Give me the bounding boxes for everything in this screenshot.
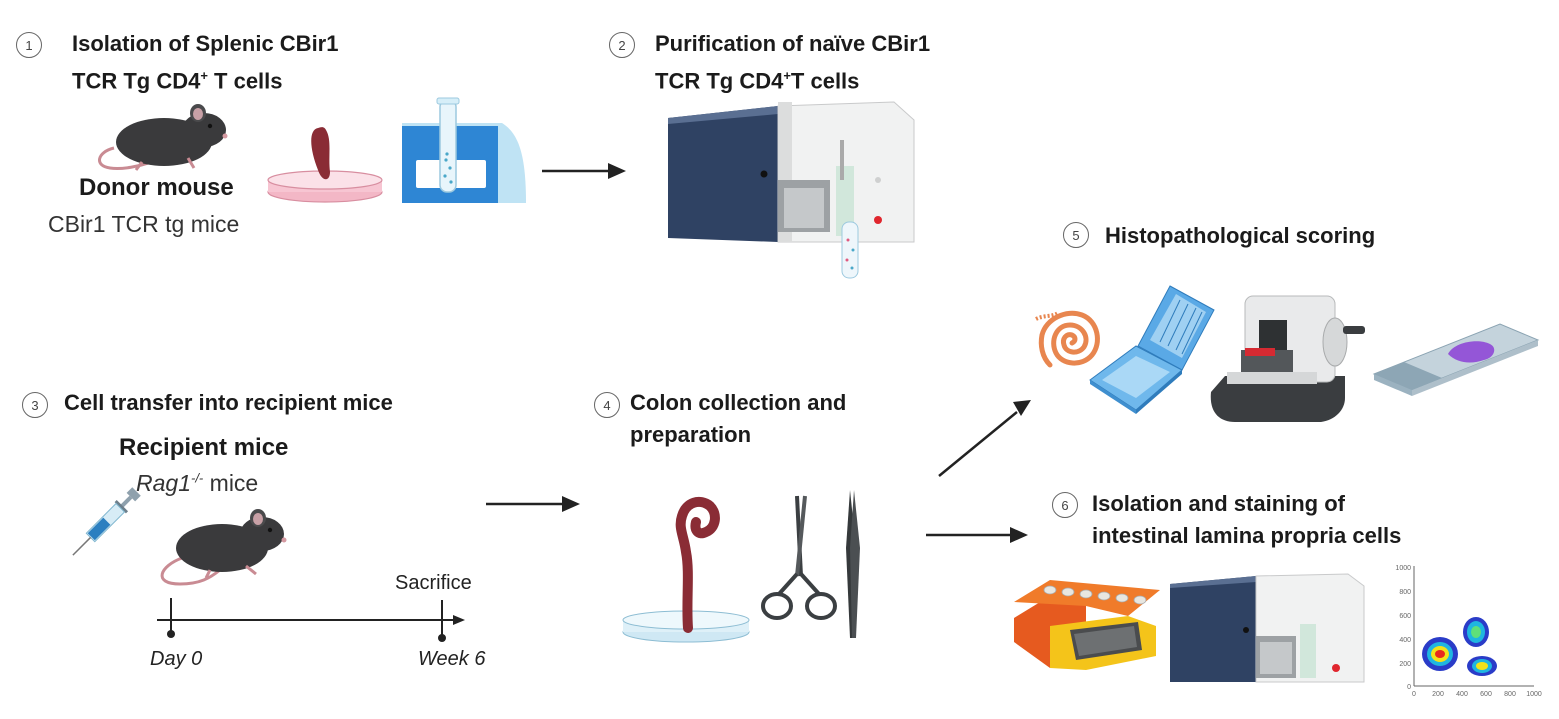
step-1-title: Isolation of Splenic CBir1 TCR Tg CD4+ T… <box>72 28 338 97</box>
step-3-title: Cell transfer into recipient mice <box>64 390 393 415</box>
flow-density-plot: 1000 800 600 400 200 0 0 200 400 600 800… <box>1395 565 1541 698</box>
recipient-gene: Rag1 <box>136 470 191 496</box>
flow-plot-y-tick: 0 <box>1407 684 1411 691</box>
flow-cytometer-icon <box>1170 573 1365 683</box>
step-5-number: 5 <box>1063 222 1089 248</box>
recipient-sublabel: Rag1-/- mice <box>136 470 258 497</box>
spleen-dish-icon <box>267 127 383 203</box>
timeline-end-label: Week 6 <box>418 648 486 670</box>
step-1-title-line1: Isolation of Splenic CBir1 <box>72 31 339 56</box>
flow-plot-x-tick: 600 <box>1480 691 1492 698</box>
timeline-event-label: Sacrifice <box>395 572 472 594</box>
colon-dish-icon <box>622 496 750 643</box>
step-6-title-line2: intestinal lamina propria cells <box>1092 523 1402 548</box>
cell-sorter-icon <box>668 101 915 279</box>
flow-population-3 <box>1467 656 1497 676</box>
step-6-title-line1: Isolation and staining of <box>1092 491 1345 516</box>
flow-plot-y-tick: 1000 <box>1395 565 1411 572</box>
timeline-axis <box>157 598 465 642</box>
step-4-title-line1: Colon collection and <box>630 390 847 415</box>
arrow-step3-to-step4 <box>486 496 580 512</box>
flow-plot-y-ticks: 1000 800 600 400 200 0 <box>1395 565 1411 691</box>
step-6-title: Isolation and staining of intestinal lam… <box>1092 488 1401 552</box>
flow-plot-x-tick: 800 <box>1504 691 1516 698</box>
tissue-cassette-icon <box>1089 285 1215 414</box>
step-2-title: Purification of naïve CBir1 TCR Tg CD4+T… <box>655 28 930 97</box>
heat-block-icon <box>1014 580 1160 670</box>
step-2-number: 2 <box>609 32 635 58</box>
recipient-suffix: mice <box>203 470 259 496</box>
tube-ice-bucket-icon <box>402 97 526 203</box>
flow-plot-x-tick: 400 <box>1456 691 1468 698</box>
syringe-icon <box>72 487 141 556</box>
recipient-gene-sup: -/- <box>190 470 204 486</box>
donor-label: Donor mouse <box>79 174 234 201</box>
step-4-title: Colon collection and preparation <box>630 387 846 451</box>
arrow-step1-to-step2 <box>542 163 626 179</box>
flow-plot-y-tick: 200 <box>1399 661 1411 668</box>
step-1-number: 1 <box>16 32 42 58</box>
step-4-number: 4 <box>594 392 620 418</box>
flow-plot-x-ticks: 0 200 400 600 800 1000 <box>1412 691 1542 698</box>
flow-plot-x-tick: 1000 <box>1526 691 1542 698</box>
timeline-start-label: Day 0 <box>150 648 203 670</box>
step-5-title: Histopathological scoring <box>1105 223 1376 248</box>
flow-plot-x-tick: 200 <box>1432 691 1444 698</box>
step-3-number: 3 <box>22 392 48 418</box>
step-2-title-line1: Purification of naïve CBir1 <box>655 31 931 56</box>
flow-plot-x-tick: 0 <box>1412 691 1416 698</box>
flow-plot-y-tick: 800 <box>1399 589 1411 596</box>
step-2-title-line2: TCR Tg CD4+T cells <box>655 68 860 94</box>
recipient-label: Recipient mice <box>119 434 289 461</box>
donor-mouse-icon <box>98 104 228 171</box>
swiss-roll-icon <box>1035 310 1100 368</box>
flow-plot-y-tick: 400 <box>1399 637 1411 644</box>
donor-sublabel: CBir1 TCR tg mice <box>48 211 240 237</box>
arrow-step4-to-step5 <box>938 400 1031 477</box>
microtome-icon <box>1210 295 1365 422</box>
scissors-icon <box>761 495 837 620</box>
flow-population-1 <box>1422 637 1458 671</box>
step-6-number: 6 <box>1052 492 1078 518</box>
step-4-title-line2: preparation <box>630 422 752 447</box>
arrow-step4-to-step6 <box>926 527 1028 543</box>
flow-plot-y-tick: 600 <box>1399 613 1411 620</box>
forceps-icon <box>846 490 860 638</box>
glass-slide-icon <box>1372 323 1540 396</box>
recipient-mouse-icon <box>160 509 287 586</box>
step-1-title-line2: TCR Tg CD4+ T cells <box>72 68 283 94</box>
flow-population-2 <box>1463 617 1489 647</box>
